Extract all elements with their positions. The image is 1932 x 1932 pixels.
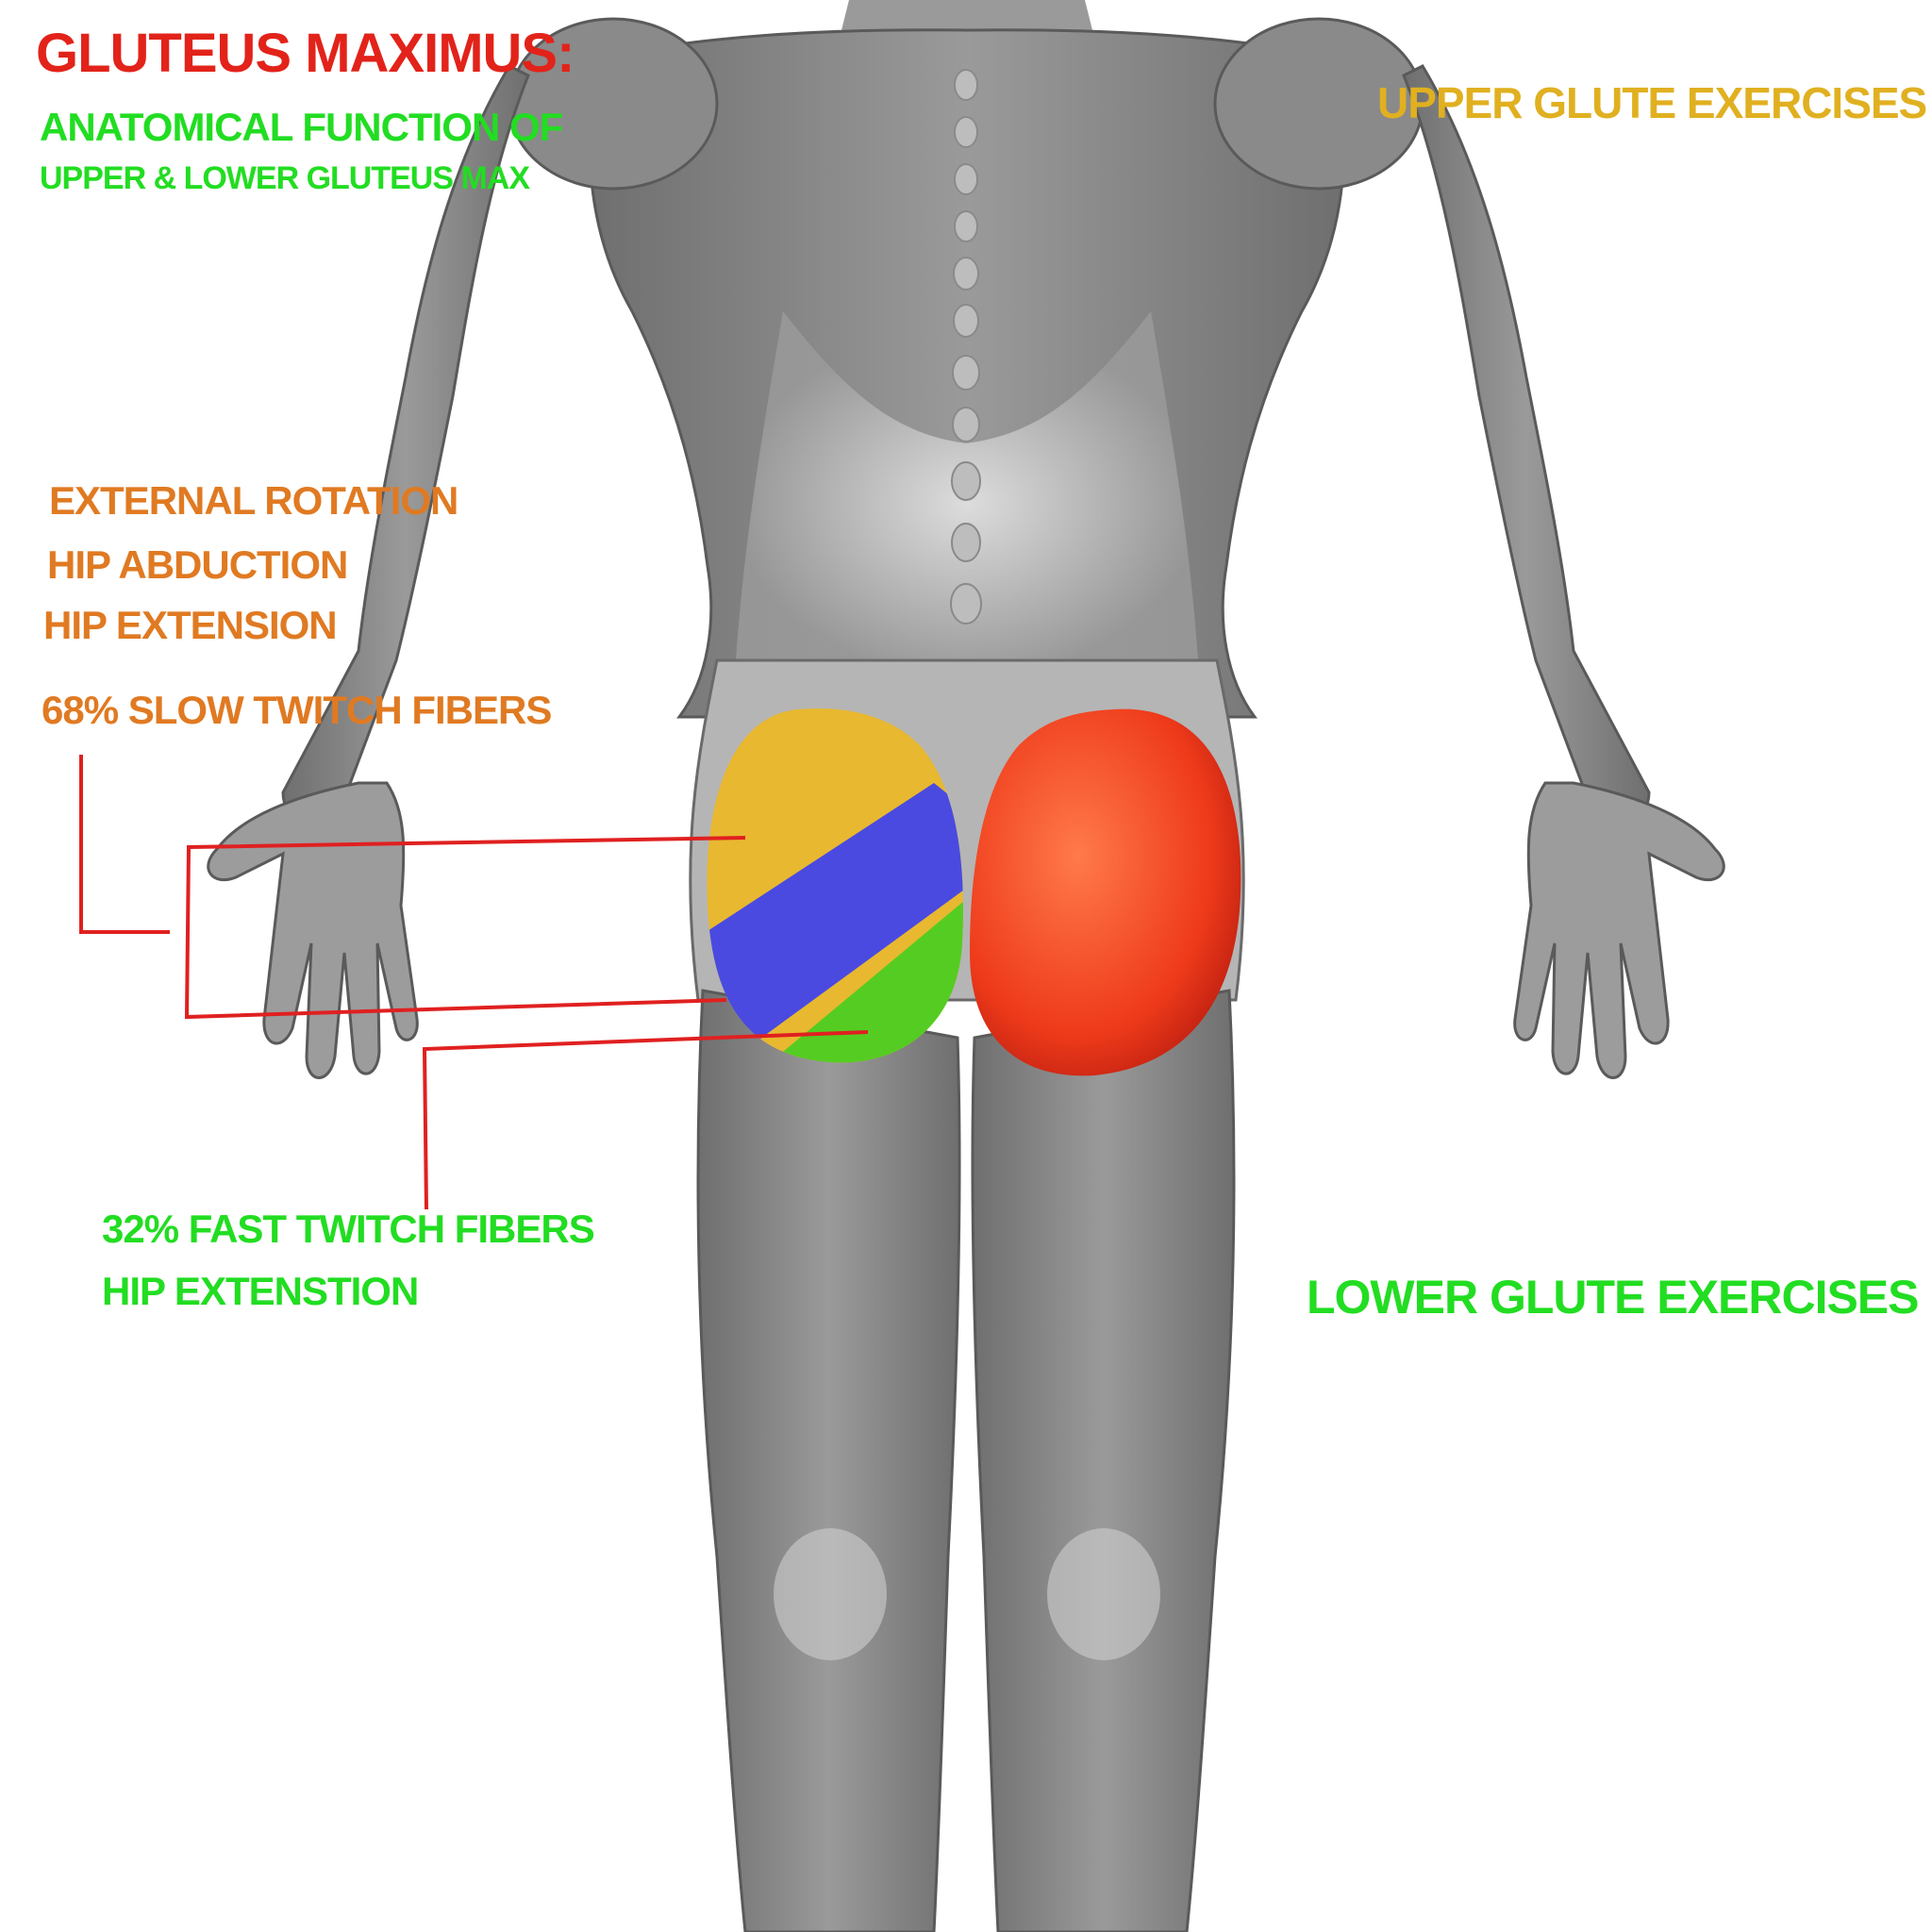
lower-gluteus-region	[755, 887, 963, 1063]
lower-glute-exercises-link[interactable]: LOWER GLUTE EXERCISES	[1307, 1271, 1920, 1324]
right-gluteus	[970, 708, 1241, 1076]
upper-function-hip-extension: HIP EXTENSION	[43, 603, 338, 647]
body-silhouette	[207, 0, 1725, 1932]
right-arm	[1402, 64, 1651, 823]
lower-pointer-line	[422, 1030, 869, 1210]
right-leg	[971, 989, 1236, 1932]
left-gluteus	[707, 708, 963, 1063]
upper-function-hip-abduction: HIP ABDUCTION	[47, 542, 348, 587]
page-title: GLUTEUS MAXIMUS:	[36, 23, 575, 84]
subtitle-line-2: UPPER & LOWER GLUTEUS MAX	[40, 160, 530, 196]
lower-function-hip-extension: HIP EXTENSTION	[102, 1269, 419, 1313]
left-hand	[207, 781, 419, 1079]
upper-bracket-line	[79, 755, 170, 934]
upper-fiber-composition: 68% SLOW TWITCH FIBERS	[42, 688, 552, 732]
leader-lines	[79, 755, 869, 1210]
left-leg	[696, 989, 961, 1932]
middle-gluteus-region	[707, 783, 963, 1057]
spine	[950, 69, 982, 625]
subtitle-line-1: ANATOMICAL FUNCTION OF	[40, 105, 563, 149]
upper-pointer-bracket	[184, 836, 746, 1020]
lower-fiber-composition: 32% FAST TWITCH FIBERS	[102, 1207, 595, 1251]
upper-glute-exercises-link[interactable]: UPPER GLUTE EXERCISES	[1377, 78, 1927, 127]
right-hand	[1513, 781, 1725, 1079]
upper-function-external-rotation: EXTERNAL ROTATION	[49, 478, 458, 523]
